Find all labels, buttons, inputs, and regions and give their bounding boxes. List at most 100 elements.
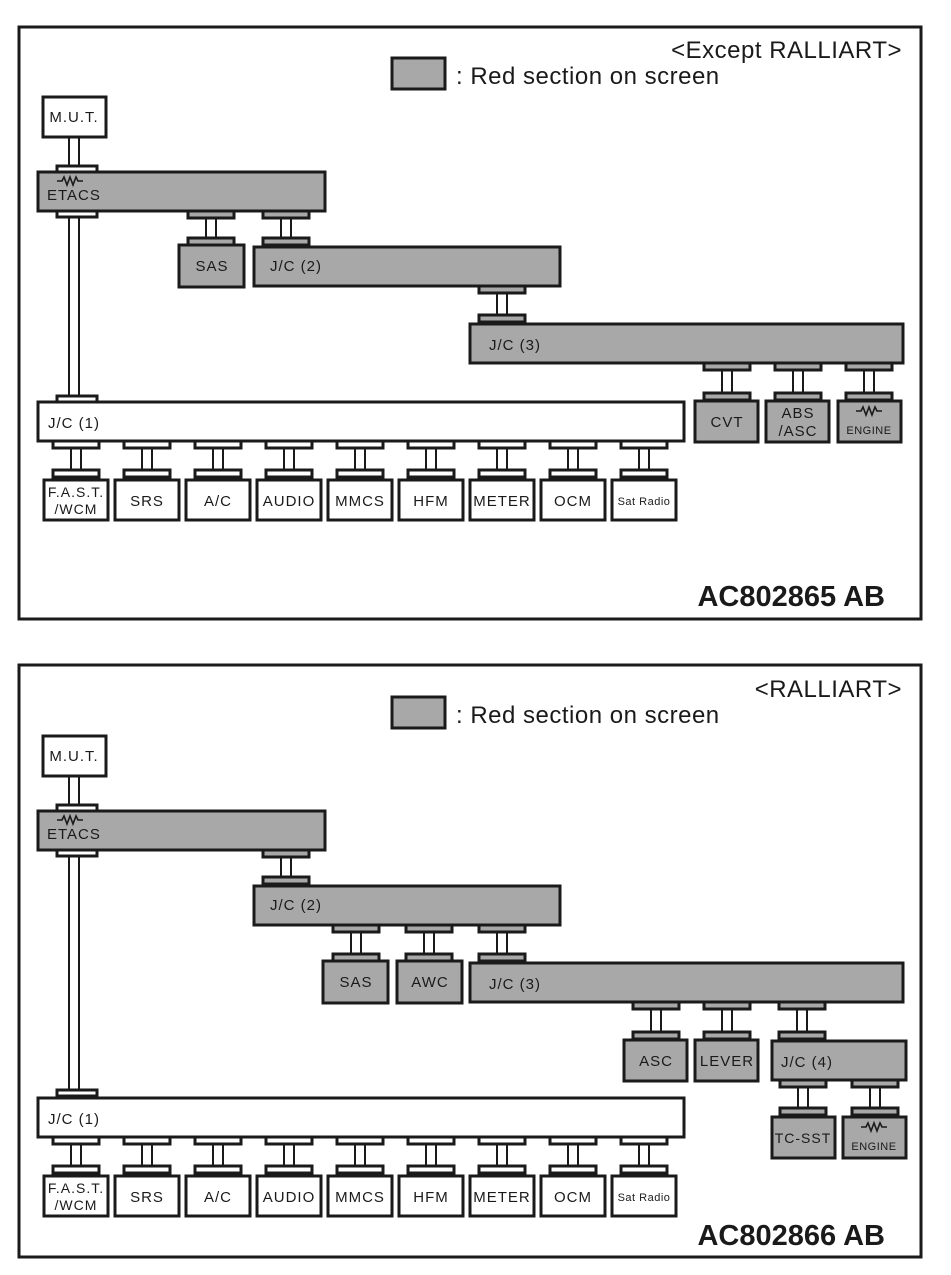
abs-label: ABS <box>781 405 814 422</box>
meter-box <box>468 478 536 522</box>
jc2-box <box>252 884 562 927</box>
hfm-box <box>397 478 465 522</box>
cvt-label: CVT <box>711 414 744 431</box>
ac-label: A/C <box>204 1189 232 1206</box>
resistor-icon <box>57 813 83 827</box>
jc4-box <box>770 1039 908 1082</box>
fast-wcm-box <box>42 1174 110 1218</box>
hfm-box <box>397 1174 465 1218</box>
jc2-modules-connectors <box>331 923 527 963</box>
meter-box <box>468 1174 536 1218</box>
lever-box <box>693 1038 760 1083</box>
jc2-box <box>252 245 562 288</box>
mmcs-box <box>326 478 394 522</box>
meter-label: METER <box>473 1189 531 1206</box>
srs-box <box>113 1174 181 1218</box>
engine-label: ENGINE <box>846 425 891 437</box>
legend-swatch <box>390 56 447 91</box>
fast-wcm-box <box>42 478 110 522</box>
sat-radio-box <box>610 478 678 522</box>
jc1-bottom-connectors <box>51 1135 669 1175</box>
audio-box <box>255 478 323 522</box>
jc3-label: J/C (3) <box>489 976 541 993</box>
resistor-icon <box>856 404 882 418</box>
legend-text: : Red section on screen <box>456 63 720 90</box>
asc-label: /ASC <box>778 423 817 440</box>
etacs-jc2-connector <box>261 209 311 247</box>
jc4-modules-connectors <box>778 1078 900 1117</box>
fast-label: F.A.S.T. <box>48 484 104 500</box>
sat-radio-box <box>610 1174 678 1218</box>
audio-label: AUDIO <box>263 1189 316 1206</box>
mut-box <box>41 95 108 139</box>
etacs-box <box>36 170 327 213</box>
figure-code: AC802866 AB <box>697 1220 885 1252</box>
jc1-label: J/C (1) <box>48 1111 100 1128</box>
legend-text: : Red section on screen <box>456 702 720 729</box>
resistor-icon <box>57 174 83 188</box>
legend-swatch <box>390 695 447 730</box>
etacs-jc2-connector <box>261 848 311 886</box>
jc3-modules-connectors <box>631 1000 827 1041</box>
mut-label: M.U.T. <box>49 748 98 765</box>
etacs-label: ETACS <box>47 826 101 843</box>
awc-label: AWC <box>411 974 448 991</box>
ac-label: A/C <box>204 493 232 510</box>
resistor-icon <box>861 1120 887 1134</box>
fast-label: F.A.S.T. <box>48 1180 104 1196</box>
srs-box <box>113 478 181 522</box>
jc2-jc3-connector <box>477 284 527 324</box>
engine-label: ENGINE <box>851 1141 896 1153</box>
asc-label: ASC <box>639 1053 673 1070</box>
ocm-label: OCM <box>554 1189 592 1206</box>
mmcs-box <box>326 1174 394 1218</box>
jc2-label: J/C (2) <box>270 258 322 275</box>
sas-box <box>177 243 246 289</box>
figure-code: AC802865 AB <box>697 581 885 613</box>
panel-ralliart: <RALLIART> : Red section on screen M.U.T… <box>17 663 923 1259</box>
ac-box <box>184 478 252 522</box>
tc-sst-box <box>770 1115 837 1160</box>
variant-label: <RALLIART> <box>755 676 902 703</box>
meter-label: METER <box>473 493 531 510</box>
jc3-modules-connectors <box>702 361 894 402</box>
jc1-label: J/C (1) <box>48 415 100 432</box>
etacs-label: ETACS <box>47 187 101 204</box>
abs-asc-box <box>764 399 831 444</box>
jc3-box <box>468 961 905 1004</box>
asc-box <box>622 1038 689 1083</box>
mut-box <box>41 734 108 778</box>
audio-box <box>255 1174 323 1218</box>
ac-box <box>184 1174 252 1218</box>
hfm-label: HFM <box>413 493 449 510</box>
tc-sst-label: TC-SST <box>775 1130 832 1146</box>
ocm-box <box>539 478 607 522</box>
jc1-box <box>36 400 686 443</box>
awc-box <box>395 959 464 1005</box>
sat-radio-label: Sat Radio <box>618 496 671 508</box>
sas-label: SAS <box>195 258 228 275</box>
ocm-box <box>539 1174 607 1218</box>
mmcs-label: MMCS <box>335 493 385 510</box>
srs-label: SRS <box>130 493 164 510</box>
jc1-box <box>36 1096 686 1139</box>
wcm-label: /WCM <box>55 1197 98 1213</box>
jc3-box <box>468 322 905 365</box>
mmcs-label: MMCS <box>335 1189 385 1206</box>
ocm-label: OCM <box>554 493 592 510</box>
wcm-label: /WCM <box>55 501 98 517</box>
etacs-box <box>36 809 327 852</box>
lever-label: LEVER <box>700 1053 754 1070</box>
jc4-label: J/C (4) <box>781 1054 833 1071</box>
sas-label: SAS <box>339 974 372 991</box>
jc3-label: J/C (3) <box>489 337 541 354</box>
audio-label: AUDIO <box>263 493 316 510</box>
hfm-label: HFM <box>413 1189 449 1206</box>
jc2-label: J/C (2) <box>270 897 322 914</box>
panel-except-ralliart: <Except RALLIART> : Red section on scree… <box>17 25 923 621</box>
srs-label: SRS <box>130 1189 164 1206</box>
variant-label: <Except RALLIART> <box>671 37 902 64</box>
sas-box <box>321 959 390 1005</box>
jc1-bottom-connectors <box>51 439 669 479</box>
